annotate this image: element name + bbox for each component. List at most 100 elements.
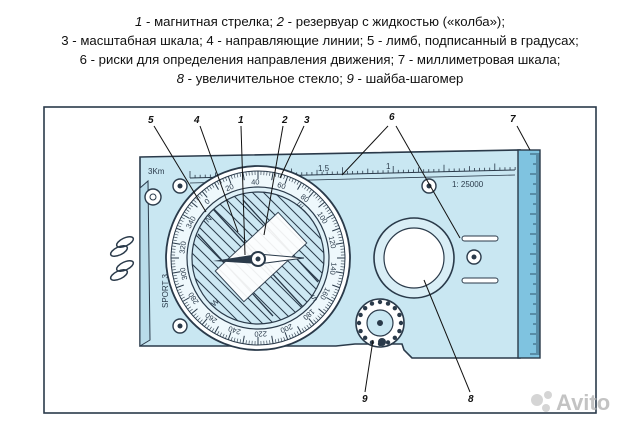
- bezel-number: 140: [328, 262, 339, 276]
- bezel-tick: [337, 280, 342, 283]
- bezel-tick: [175, 283, 180, 286]
- bezel-tick: [274, 172, 277, 177]
- direction-mark-2: [461, 277, 499, 284]
- bezel-tick: [301, 328, 305, 332]
- hatch-line: [192, 192, 298, 324]
- bezel-tick: [288, 334, 291, 339]
- bezel-number: 20: [224, 182, 235, 193]
- cardinal-east: E: [295, 200, 305, 210]
- screw-top-right: [421, 178, 437, 194]
- cardinal-north: N: [203, 214, 213, 225]
- bezel-tick: [171, 245, 176, 247]
- bezel-tick: [211, 184, 215, 188]
- caption-num-1: 1: [135, 14, 143, 29]
- hatch-line: [192, 192, 320, 324]
- bezel-tick: [291, 178, 294, 183]
- bezel-number: 60: [276, 180, 287, 191]
- caption-line-4: 8 - увеличительное стекло; 9 - шайба-шаг…: [0, 71, 640, 87]
- bezel-tick: [193, 313, 197, 317]
- bezel-tick: [297, 182, 302, 190]
- bezel-tick: [294, 179, 297, 184]
- bezel-tick: [324, 306, 329, 310]
- bezel-tick: [319, 313, 323, 317]
- bezel-tick: [174, 233, 179, 236]
- caption-text-9: - шайба-шагомер: [353, 71, 464, 86]
- bezel-tick: [308, 189, 312, 193]
- bezel-tick: [230, 175, 233, 180]
- bezel-tick: [172, 242, 181, 245]
- bezel-tick: [324, 206, 329, 210]
- bezel-tick: [197, 317, 201, 321]
- magnetic-needle: [213, 251, 305, 267]
- leader-lines: [153, 125, 531, 393]
- bezel-tick: [326, 214, 334, 219]
- bezel-tick: [333, 222, 338, 225]
- bezel-tick: [179, 294, 184, 297]
- wheel-tooth: [397, 312, 402, 318]
- screw-bottom-left: [172, 318, 188, 334]
- bezel-tick: [175, 230, 180, 233]
- bezel-tick: [178, 222, 183, 225]
- bezel-tick: [332, 294, 337, 297]
- callout-4: 4: [193, 115, 200, 126]
- scale-label-mid: 1: [386, 162, 391, 171]
- hatch-line: [217, 192, 324, 324]
- bezel-tick: [227, 176, 232, 184]
- bezel-tick: [294, 332, 297, 337]
- caption-num-8: 8: [176, 71, 184, 86]
- bezel-tick: [301, 184, 305, 188]
- bezel-tick: [318, 308, 325, 315]
- bezel-number: 220: [254, 329, 267, 338]
- scale-ratio: 1: 25000: [452, 180, 484, 189]
- bezel-tick: [328, 211, 332, 215]
- bezel-tick: [222, 178, 225, 183]
- bezel-tick: [336, 283, 341, 286]
- bezel-tick: [171, 269, 176, 271]
- bezel-tick: [277, 173, 280, 178]
- bezel-number: 120: [327, 235, 338, 249]
- callout-6: 6: [389, 112, 395, 123]
- bezel-tick: [209, 326, 212, 331]
- bezel-tick: [319, 199, 323, 203]
- callout-3: 3: [304, 115, 310, 126]
- bezel-tick: [326, 209, 331, 212]
- bezel-tick: [239, 339, 242, 344]
- bezel-tick: [335, 242, 344, 245]
- bezel-tick: [283, 336, 286, 341]
- bezel-number: 300: [178, 267, 189, 281]
- bezel-tick: [209, 185, 212, 190]
- bezel-number: 40: [251, 177, 260, 186]
- bezel-tick: [204, 323, 208, 327]
- bezel-tick: [177, 225, 182, 228]
- lanyard-chain: [109, 235, 135, 282]
- magnifying-glass: [373, 217, 455, 299]
- caption-text-8: - увеличительное стекло;: [183, 71, 347, 86]
- bezel-tick: [177, 288, 182, 291]
- bezel-tick: [216, 331, 220, 335]
- bezel-tick: [339, 239, 344, 242]
- cardinal-south: S: [309, 293, 319, 303]
- bezel-tick: [332, 284, 340, 289]
- bezel-tick: [317, 315, 321, 319]
- bezel-tick: [304, 185, 307, 190]
- bezel-tick: [340, 269, 345, 271]
- bezel-tick: [317, 197, 321, 201]
- bezel-tick: [304, 326, 307, 331]
- bezel-tick: [323, 204, 327, 208]
- bezel-tick: [191, 308, 198, 315]
- bezel-tick: [236, 338, 239, 343]
- caption-line-2: 3 - масштабная шкала; 4 - направляющие л…: [61, 33, 579, 48]
- bezel-tick: [182, 214, 190, 219]
- bezel-tick: [338, 236, 343, 239]
- direction-mark-1: [461, 235, 499, 242]
- bezel-tick: [191, 201, 198, 208]
- bezel-tick: [337, 233, 342, 236]
- bezel-tick: [216, 181, 220, 185]
- capsule-rim: [191, 191, 325, 325]
- bezel-tick: [182, 297, 190, 302]
- wheel-tooth: [385, 340, 391, 345]
- callout-9: 9: [362, 394, 368, 405]
- bezel-tick: [313, 193, 317, 197]
- cardinal-west: W: [209, 296, 221, 308]
